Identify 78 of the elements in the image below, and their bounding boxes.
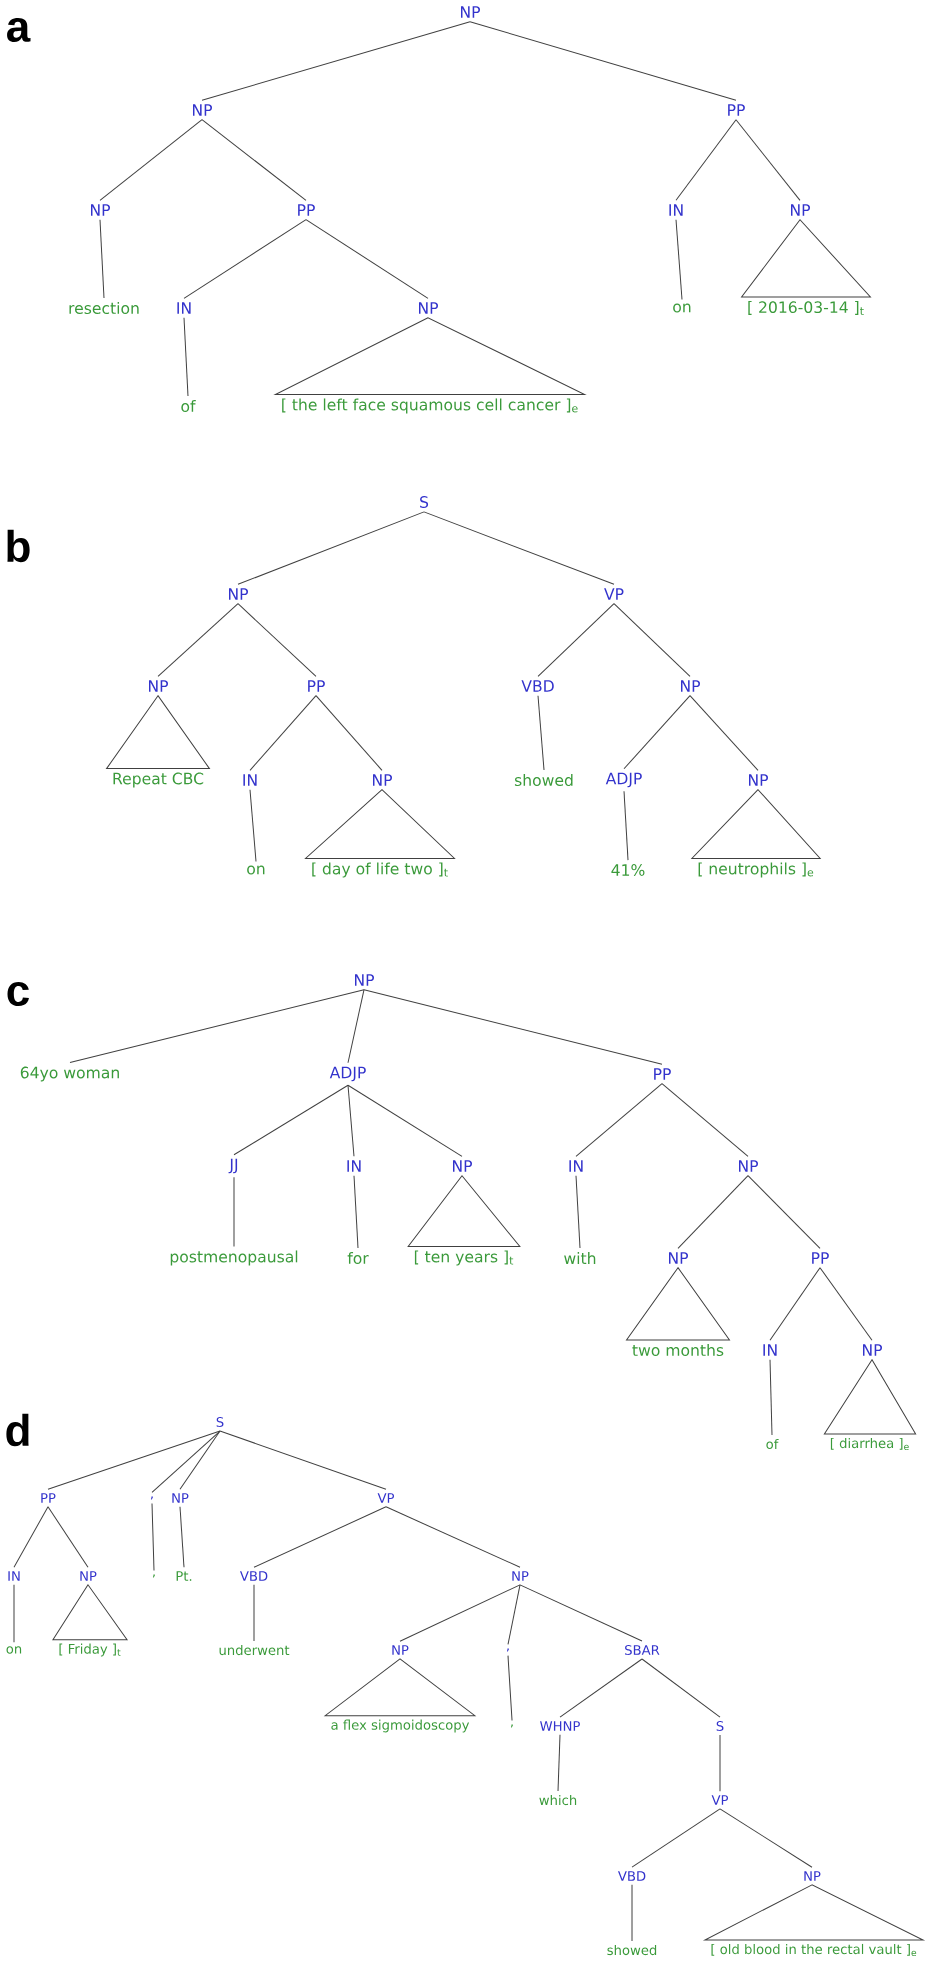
tree-branch [233, 1176, 235, 1247]
tree-branch [237, 511, 425, 585]
tree-branch [363, 989, 663, 1065]
subtree-triangle [626, 1267, 730, 1341]
tree-branch [347, 1084, 355, 1157]
tree-branch [519, 1584, 643, 1642]
tree-branch [99, 219, 105, 299]
tree-branch [315, 695, 383, 771]
panel-letter: d [6, 1413, 29, 1447]
panel-letter: c [7, 981, 29, 1007]
tree-branch [183, 219, 307, 299]
tree-branch [507, 1655, 513, 1721]
tree-branch [201, 119, 307, 201]
tree-branch [735, 119, 801, 201]
tree-branch [305, 219, 429, 299]
tree-branch [47, 1430, 221, 1490]
tree-branch [253, 1506, 387, 1568]
subtree-triangle [52, 1584, 128, 1641]
tree-branch [623, 790, 629, 861]
tree-branch [631, 1884, 633, 1942]
tree-branch [69, 989, 365, 1064]
tree-branch [677, 1175, 749, 1249]
tree-branch [99, 119, 203, 201]
tree-branch [249, 695, 317, 771]
tree-branch [719, 1734, 721, 1792]
tree-branch [623, 695, 691, 770]
subtree-triangle [741, 219, 871, 298]
tree-branch [399, 1584, 521, 1642]
tree-branch [385, 1506, 521, 1568]
tree-branch [347, 1084, 463, 1157]
tree-branch [819, 1267, 873, 1341]
tree-branch [179, 1430, 221, 1490]
tree-branch [661, 1083, 749, 1157]
subtree-triangle [324, 1658, 476, 1717]
tree-branch [575, 1175, 581, 1249]
subtree-triangle [274, 317, 586, 395]
tree-branch [559, 1658, 643, 1718]
tree-branch [469, 21, 737, 101]
tree-branch [219, 1430, 387, 1490]
tree-branch [675, 219, 683, 300]
tree-branch [13, 1506, 49, 1568]
tree-branch [13, 1584, 15, 1643]
tree-branch [641, 1658, 721, 1718]
subtree-triangle [691, 789, 821, 859]
tree-branch [631, 1808, 721, 1868]
tree-branch [253, 1584, 255, 1642]
tree-branch [151, 1503, 155, 1571]
tree-branch [151, 1430, 221, 1493]
subtree-triangle [407, 1175, 521, 1247]
tree-branch [613, 603, 691, 677]
tree-branch [179, 1506, 185, 1568]
tree-branch [507, 1584, 521, 1645]
subtree-triangle [106, 695, 210, 770]
panel-letter: a [7, 17, 31, 43]
tree-branch [719, 1808, 813, 1868]
subtree-triangle [305, 789, 455, 859]
tree-branch [747, 1175, 821, 1249]
tree-branch [557, 1734, 561, 1792]
tree-branch [769, 1359, 773, 1436]
tree-branch [233, 1084, 349, 1156]
tree-branch [537, 695, 545, 771]
tree-branch [249, 789, 257, 863]
subtree-triangle [704, 1884, 924, 1941]
tree-branch [157, 603, 239, 677]
tree-branch [689, 695, 759, 771]
tree-branch [575, 1083, 663, 1157]
tree-branch [423, 511, 615, 585]
tree-branch [537, 603, 615, 677]
tree-branch [237, 603, 317, 677]
tree-branch [201, 21, 471, 101]
tree-branch [675, 119, 737, 201]
subtree-triangle [823, 1359, 917, 1435]
tree-branch [353, 1175, 359, 1249]
tree-branch [183, 317, 189, 397]
tree-branch [347, 989, 365, 1064]
tree-branch [47, 1506, 89, 1568]
panel-letter: b [7, 529, 30, 563]
tree-branch [769, 1267, 821, 1341]
